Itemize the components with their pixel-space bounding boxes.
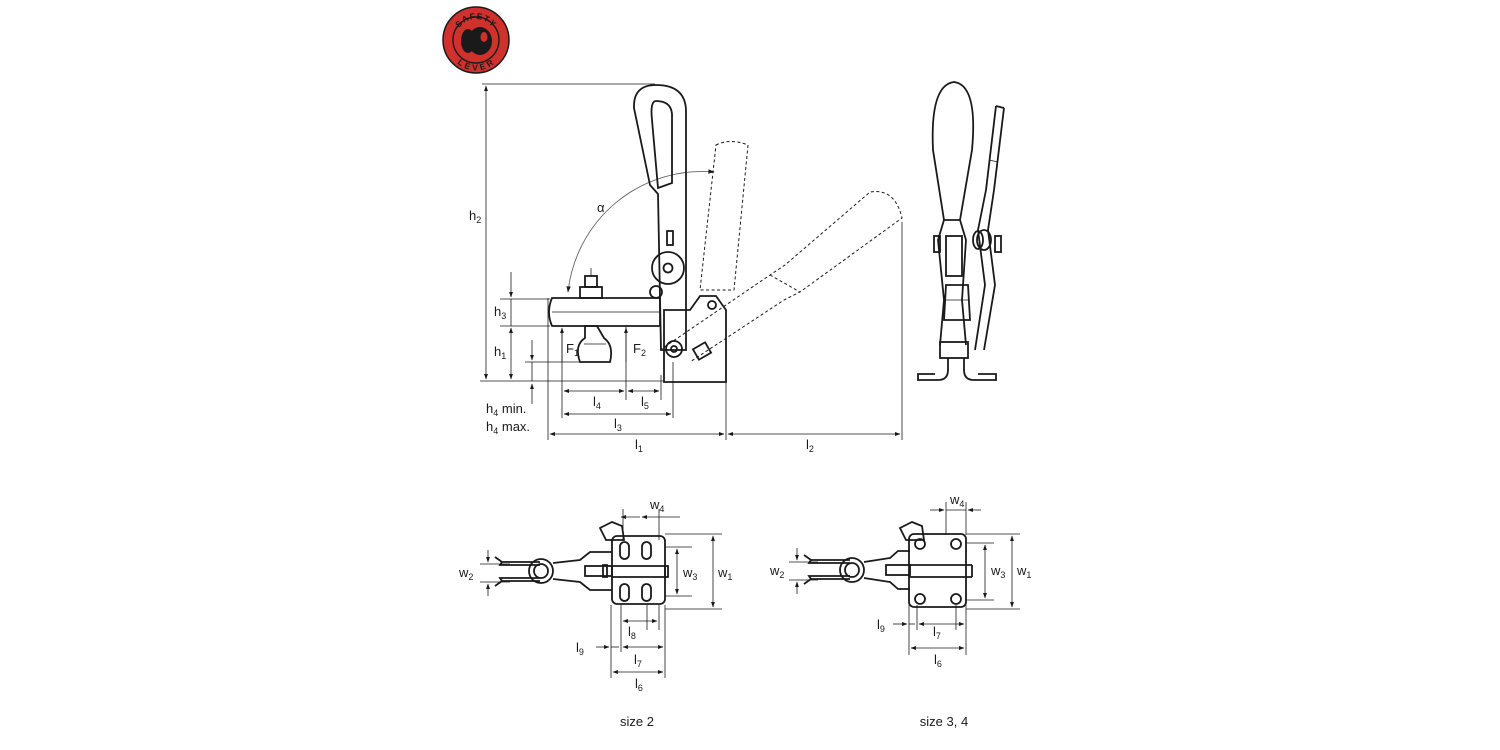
h2-label: h2 (469, 208, 481, 225)
s34-l9-label: l9 (877, 617, 885, 634)
l4-label: l4 (593, 394, 601, 411)
safety-lever-badge: SAFETY LEVER (442, 6, 510, 74)
s34-l7-label: l7 (933, 624, 941, 641)
s2-w1-label: w1 (717, 565, 732, 582)
s2-w3-label: w3 (682, 565, 697, 582)
l1-label: l1 (635, 437, 643, 454)
f1-label: F1 (566, 341, 579, 358)
s34-w4-label: w4 (949, 492, 964, 509)
side-view-labels: α h2 h3 h1 F1 F2 h4 min. h4 max. l4 l5 l… (469, 200, 814, 454)
size-2-top-view (480, 509, 722, 678)
l3-label: l3 (614, 416, 622, 433)
f2-label: F2 (633, 341, 646, 358)
size-3-4-labels: w4 w2 w3 w1 l9 l7 l6 size 3, 4 (769, 492, 1031, 729)
size-3-4-top-view (789, 502, 1020, 655)
s34-w3-label: w3 (990, 563, 1005, 580)
lever-knob-icon (461, 27, 492, 55)
size-3-4-caption: size 3, 4 (920, 714, 968, 729)
side-view (480, 83, 903, 440)
s2-w4-label: w4 (649, 497, 664, 514)
size-2-labels: w4 w2 w3 w1 l8 l9 l7 l6 size 2 (458, 497, 732, 729)
h4-max-label: h4 max. (486, 419, 530, 436)
s34-w1-label: w1 (1016, 563, 1031, 580)
h1-label: h1 (494, 344, 506, 361)
front-view (917, 81, 1005, 381)
s34-l6-label: l6 (934, 652, 942, 669)
s2-l9-label: l9 (576, 640, 584, 657)
l5-label: l5 (641, 394, 649, 411)
svg-text:LEVER: LEVER (456, 57, 496, 73)
s2-w2-label: w2 (458, 565, 473, 582)
s2-l8-label: l8 (628, 624, 636, 641)
s34-w2-label: w2 (769, 563, 784, 580)
s2-l7-label: l7 (634, 652, 642, 669)
l2-label: l2 (806, 437, 814, 454)
alpha-label: α (597, 200, 605, 215)
badge-bottom-text: LEVER (456, 57, 495, 73)
size-2-caption: size 2 (620, 714, 654, 729)
s2-l6-label: l6 (635, 676, 643, 693)
h3-label: h3 (494, 304, 506, 321)
h4-min-label: h4 min. (486, 401, 526, 418)
